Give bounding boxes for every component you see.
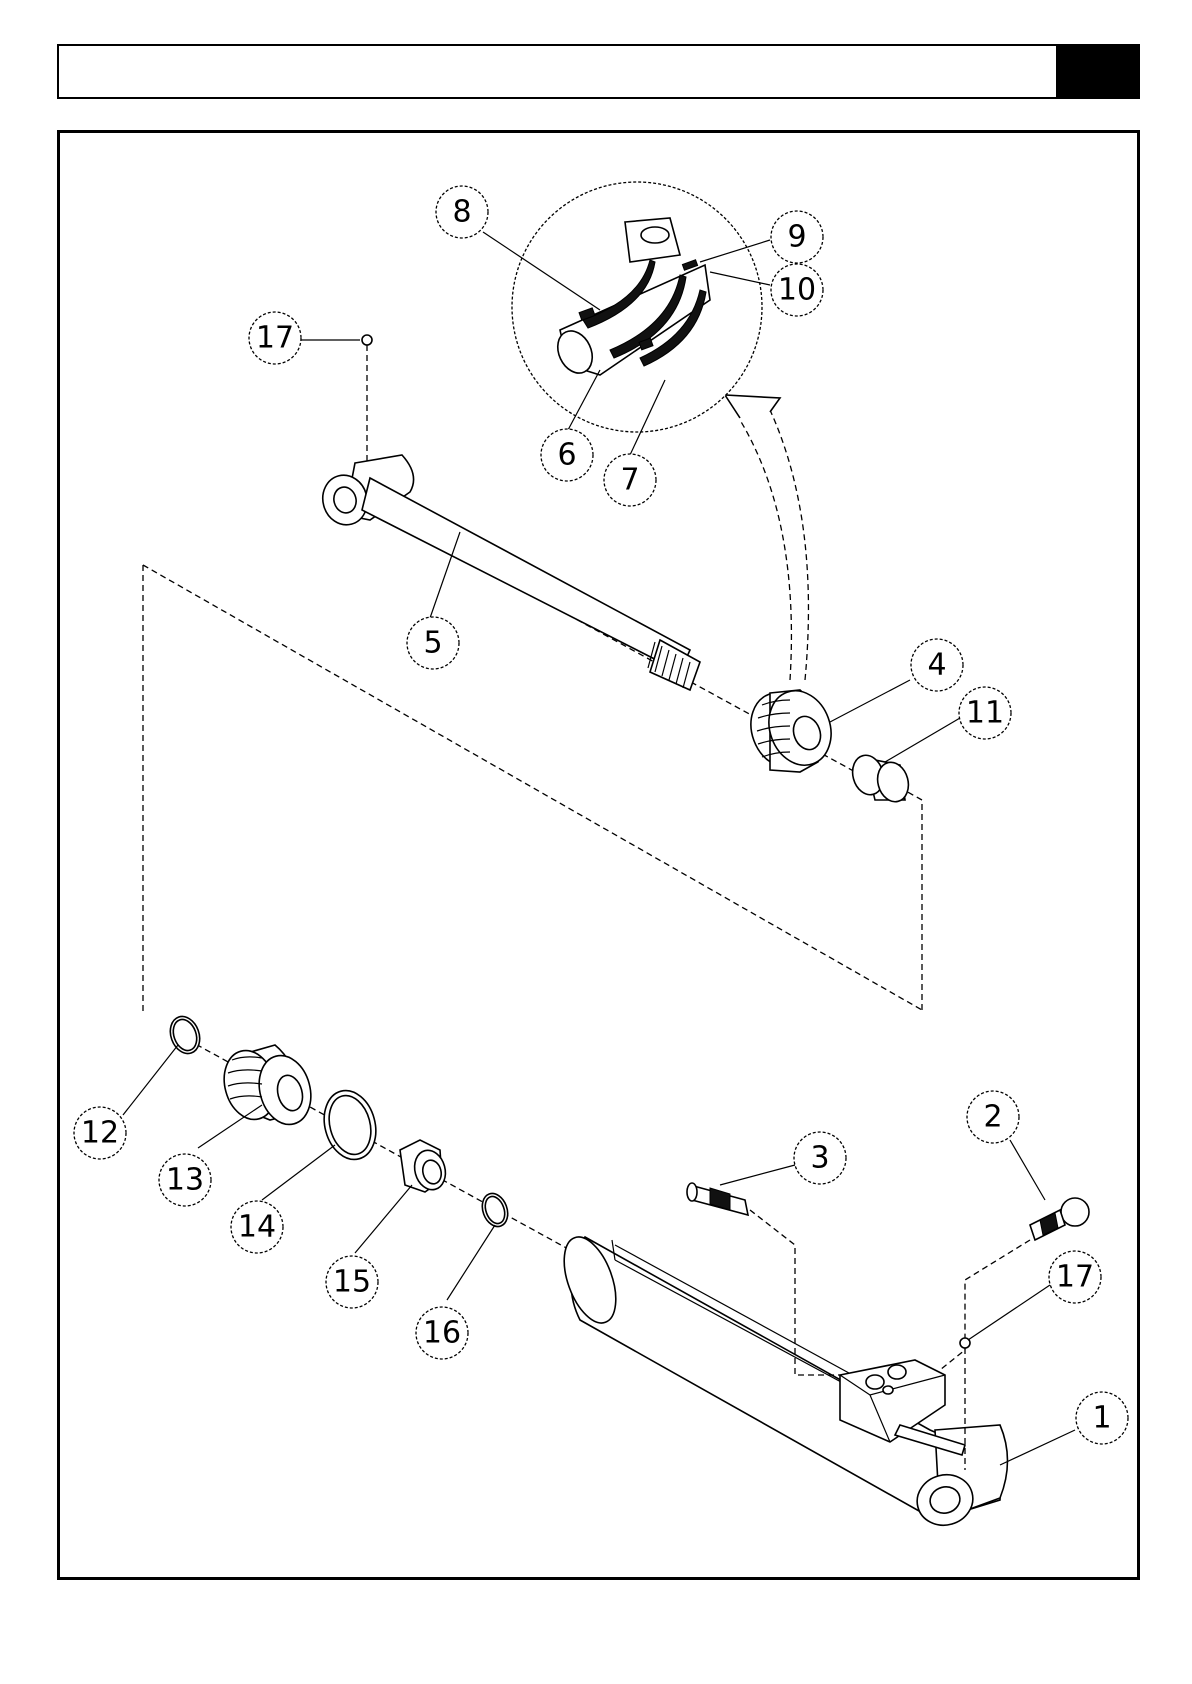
rod-assembly [143,335,922,1015]
callout-12: 12 [74,1107,126,1159]
cylinder-assembly [165,1012,1089,1531]
callout-label-13: 13 [166,1163,204,1198]
callout-label-3: 3 [810,1141,829,1176]
callout-1: 1 [1076,1392,1128,1444]
callout-10: 10 [771,264,823,316]
callout-8: 8 [436,186,488,238]
callout-label-7: 7 [620,463,639,498]
callout-14: 14 [231,1201,283,1253]
nut-part-15 [400,1140,450,1193]
callout-15: 15 [326,1256,378,1308]
callout-label-17-lower: 17 [1056,1260,1094,1295]
detail-arrow [725,395,808,680]
callout-label-6: 6 [557,438,576,473]
callout-5: 5 [407,617,459,669]
callout-label-1: 1 [1092,1401,1111,1436]
callout-label-8: 8 [452,195,471,230]
callout-11: 11 [959,687,1011,739]
callout-label-15: 15 [333,1265,371,1300]
cylinder-body-part-1 [554,1230,1008,1531]
seal-detail-view [512,182,762,432]
callout-label-9: 9 [787,220,806,255]
callout-3: 3 [794,1132,846,1184]
callout-17-upper: 17 [249,312,301,364]
callout-label-14: 14 [238,1210,276,1245]
callout-9: 9 [771,211,823,263]
piston-part-4 [741,682,841,776]
ring-part-12 [165,1012,204,1057]
callout-16: 16 [416,1307,468,1359]
callout-label-5: 5 [423,626,442,661]
callout-13: 13 [159,1154,211,1206]
callout-label-17-upper: 17 [256,321,294,356]
callout-label-16: 16 [423,1316,461,1351]
callout-6: 6 [541,429,593,481]
callout-17-lower: 17 [1049,1251,1101,1303]
ring-part-14 [317,1085,383,1166]
callout-label-12: 12 [81,1116,119,1151]
spacer-part-11 [848,752,912,805]
ring-part-16 [478,1190,512,1230]
gland-part-13 [217,1045,318,1131]
callout-label-11: 11 [966,696,1004,731]
callout-label-4: 4 [927,648,946,683]
callout-4: 4 [911,639,963,691]
callout-7: 7 [604,454,656,506]
callout-2: 2 [967,1091,1019,1143]
callout-label-10: 10 [778,273,816,308]
callout-label-2: 2 [983,1100,1002,1135]
